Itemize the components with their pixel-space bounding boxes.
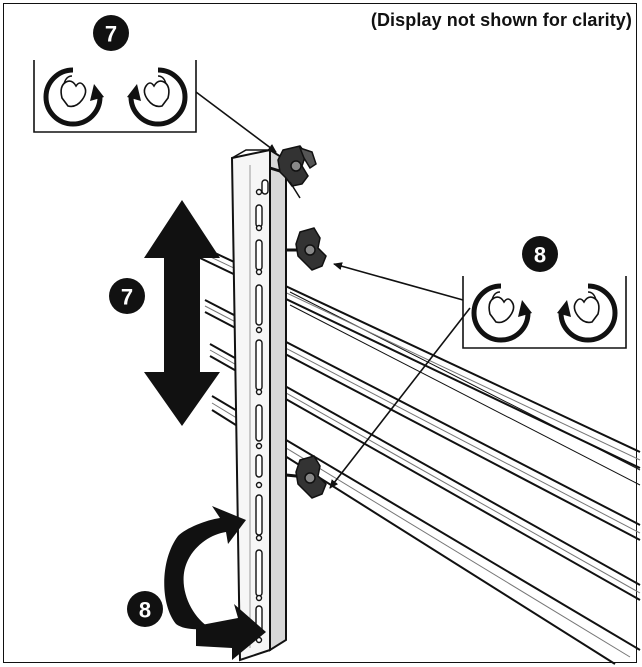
bracket-hole <box>255 188 263 196</box>
rotate-panel-top <box>33 60 197 133</box>
knob-top <box>269 145 317 199</box>
rotate-cw-hand-icon <box>43 67 104 127</box>
rotate-cw-hand-icon-right <box>471 283 532 343</box>
bracket-slot <box>255 404 263 442</box>
knob-middle <box>286 227 327 271</box>
bracket-hole <box>255 594 263 602</box>
step-number-8-panel: 8 <box>534 243 546 268</box>
bracket-hole <box>255 388 263 396</box>
rotate-ccw-hand-icon <box>127 67 188 127</box>
bracket-slot <box>255 549 263 597</box>
diagram-frame <box>3 3 637 663</box>
bracket-hole <box>255 481 263 489</box>
bracket-slot <box>255 204 263 228</box>
knob-lower <box>285 455 327 499</box>
bracket-slot <box>261 179 269 195</box>
bracket-slot <box>255 454 263 478</box>
step-badge-7-top: 7 <box>93 15 129 51</box>
bracket-slot <box>255 284 263 326</box>
leader-lines <box>195 91 471 489</box>
rotate-panel-right <box>462 276 627 349</box>
bracket-hole <box>255 224 263 232</box>
bracket-slot <box>255 494 263 536</box>
bracket-slot <box>255 239 263 271</box>
step-badge-7-side: 7 <box>109 278 145 314</box>
bracket-hole <box>255 326 263 334</box>
bracket-slots <box>255 179 269 644</box>
bracket-hole <box>255 442 263 450</box>
step-badge-8-bottom: 8 <box>127 591 163 627</box>
vertical-adjust-arrow <box>144 200 220 426</box>
clarity-note: (Display not shown for clarity) <box>370 10 632 30</box>
step-number-7-side: 7 <box>121 285 133 310</box>
bracket-slot <box>255 339 263 391</box>
bracket-hole <box>255 268 263 276</box>
rotate-ccw-hand-icon-right <box>557 283 618 343</box>
step-badge-8-panel: 8 <box>522 236 558 272</box>
bracket-hole <box>255 534 263 542</box>
curved-rotate-arrow <box>164 506 266 660</box>
step-number-8-bottom: 8 <box>139 598 151 623</box>
step-number-7-top: 7 <box>105 22 117 47</box>
